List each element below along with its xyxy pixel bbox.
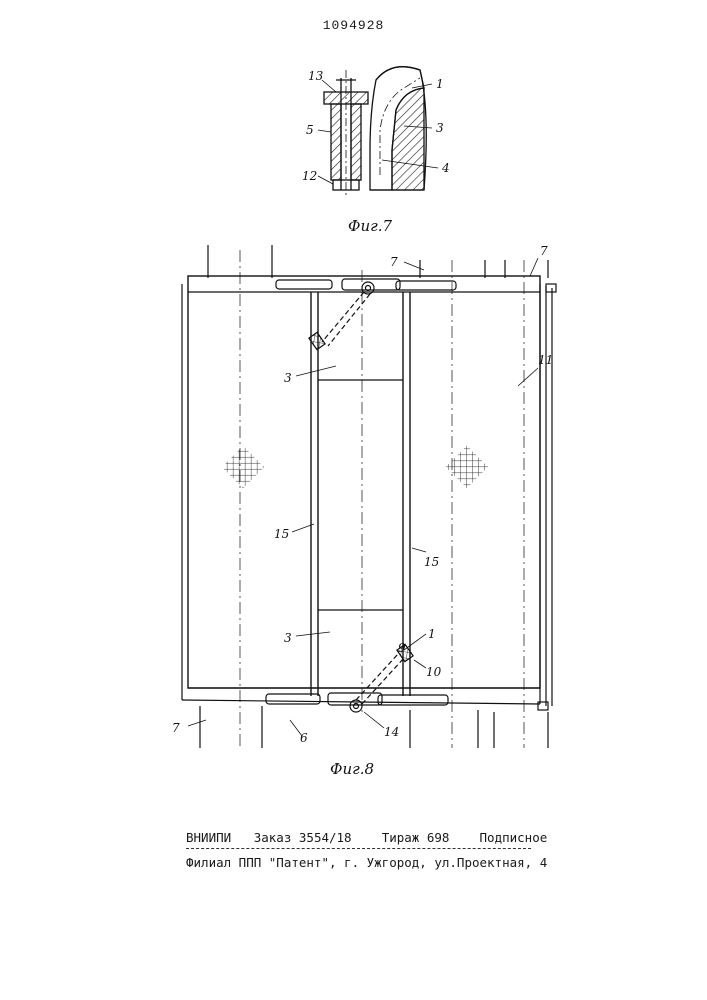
figure-7	[318, 67, 438, 198]
label-4: 4	[441, 161, 450, 175]
label-10: 10	[426, 665, 442, 679]
label-5: 5	[306, 123, 314, 137]
figure-8	[182, 245, 556, 748]
label-11: 11	[538, 353, 553, 367]
imprint-line: ВНИИПИ Заказ 3554/18 Тираж 698 Подписное	[186, 830, 547, 845]
imprint-address: Филиал ППП "Патент", г. Ужгород, ул.Прое…	[186, 855, 547, 870]
label-14: 14	[384, 725, 399, 739]
label-15-right: 15	[424, 555, 439, 569]
label-15-left: 15	[274, 527, 289, 541]
imprint-divider	[186, 848, 531, 849]
label-1: 1	[428, 627, 436, 641]
label-12: 12	[302, 169, 317, 183]
pipe-top-center	[420, 260, 485, 278]
label-13: 13	[308, 69, 324, 83]
label-3: 3	[436, 121, 444, 135]
imprint-org: ВНИИПИ	[186, 830, 231, 845]
imprint-subscription: Подписное	[480, 830, 548, 845]
imprint-print-run: Тираж 698	[382, 830, 450, 845]
imprint-order: Заказ 3554/18	[254, 830, 352, 845]
figure-7-caption: Фиг.7	[348, 217, 392, 235]
label-7-top-right: 7	[540, 244, 548, 258]
label-9: 9	[398, 641, 406, 655]
label-6: 6	[300, 731, 308, 745]
figure-8-caption: Фиг.8	[330, 760, 374, 778]
label-1: 1	[436, 77, 444, 91]
label-3-upper: 3	[284, 371, 292, 385]
label-3-lower: 3	[284, 631, 292, 645]
label-7-bottom: 7	[172, 721, 180, 735]
pipe-top-right	[505, 260, 548, 278]
label-7-top-center: 7	[390, 255, 398, 269]
body-3-section	[392, 88, 424, 190]
